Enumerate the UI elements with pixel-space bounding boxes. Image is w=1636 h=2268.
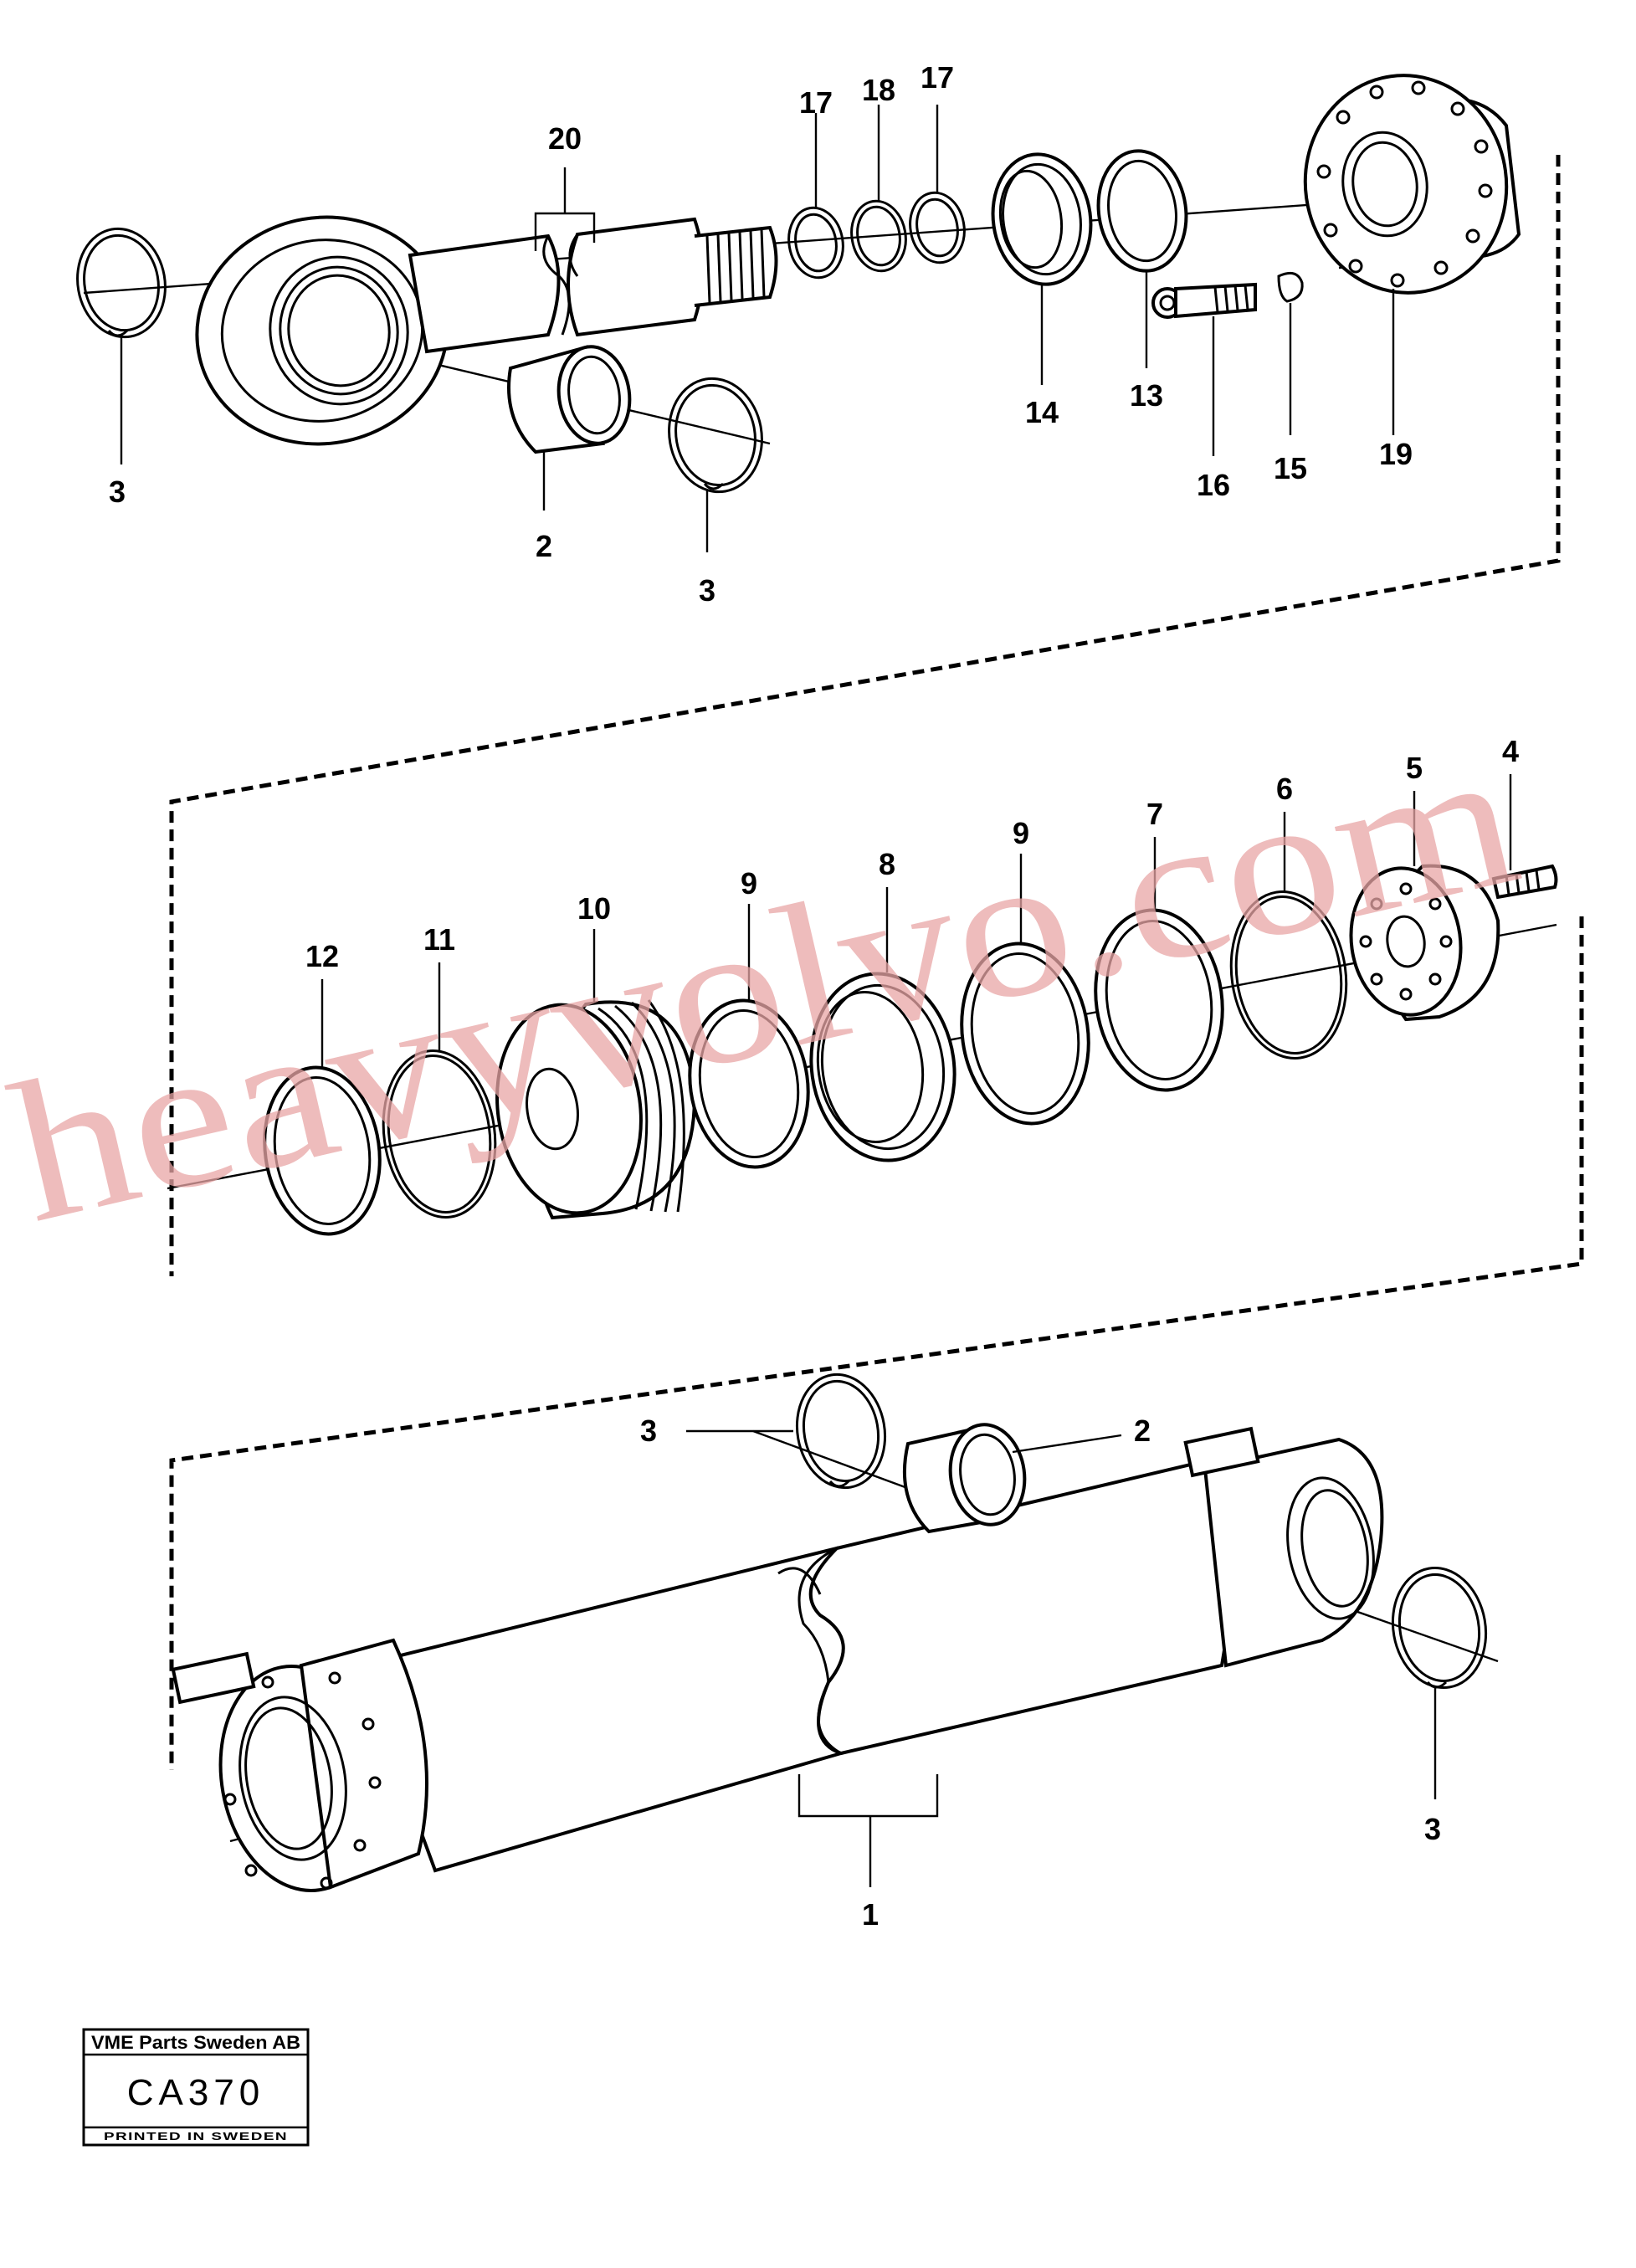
cylinder-head-part-19 xyxy=(1303,74,1521,435)
callout-9-right: 9 xyxy=(1013,816,1029,850)
piston-group xyxy=(167,774,1558,1236)
callout-19: 19 xyxy=(1379,437,1413,471)
callout-12: 12 xyxy=(305,939,339,973)
oring-part-6 xyxy=(1229,812,1348,1060)
callout-labels: 20 17 18 17 3 2 3 14 13 16 15 19 12 11 1… xyxy=(109,60,1519,1932)
callout-4: 4 xyxy=(1502,734,1519,768)
piston-part-10 xyxy=(495,929,697,1220)
washer-part-15 xyxy=(1277,271,1304,435)
callout-2-bottom-leader xyxy=(1012,1434,1122,1454)
ring-part-9-right xyxy=(960,854,1090,1126)
ring-part-12 xyxy=(263,979,382,1236)
stamp-code: CA370 xyxy=(127,2072,265,2113)
callout-15: 15 xyxy=(1274,451,1307,485)
guide-ring-part-8 xyxy=(809,887,956,1162)
callout-13: 13 xyxy=(1130,378,1163,413)
circlip-part-3-bottom-upper xyxy=(686,1373,887,1490)
frame-line-lower xyxy=(169,916,1584,1770)
cylinder-tube-part-1 xyxy=(171,1426,1384,1892)
callout-2-bottom: 2 xyxy=(1134,1414,1151,1448)
screw-part-16 xyxy=(1151,282,1257,456)
seal-part-17-left xyxy=(787,113,844,280)
circlip-part-3-bottom-right xyxy=(1391,1566,1488,1799)
piston-nut-part-5 xyxy=(1349,791,1500,1022)
callout-7: 7 xyxy=(1146,797,1163,831)
seal-part-17-right xyxy=(909,105,966,264)
callout-18: 18 xyxy=(862,73,895,107)
piston-rod-group xyxy=(76,74,1521,552)
callout-1: 1 xyxy=(862,1897,879,1932)
seal-part-7 xyxy=(1094,837,1224,1092)
callout-14: 14 xyxy=(1025,395,1059,429)
oring-part-11 xyxy=(382,962,497,1219)
callout-16: 16 xyxy=(1197,468,1230,502)
vme-stamp: VME Parts Sweden AB CA370 PRINTED IN SWE… xyxy=(82,2028,310,2147)
bushing-part-2-bottom xyxy=(902,1423,1122,1534)
callout-3-bottom-upper: 3 xyxy=(640,1414,657,1448)
circlip-part-3-top-right xyxy=(668,377,763,552)
stamp-company: VME Parts Sweden AB xyxy=(91,2032,300,2053)
callout-6: 6 xyxy=(1276,772,1293,806)
callout-3-top-left: 3 xyxy=(109,475,126,509)
callout-1-bracket xyxy=(797,1774,939,1818)
callout-5: 5 xyxy=(1406,751,1423,785)
ring-part-13 xyxy=(1096,149,1188,368)
set-screw-part-4 xyxy=(1491,774,1558,900)
watermark-text: heavyvolvo.com xyxy=(0,703,1536,1265)
seal-part-18 xyxy=(850,105,907,273)
rod-eye xyxy=(195,215,449,446)
callout-9-left: 9 xyxy=(741,866,757,901)
bushing-part-2-top xyxy=(507,345,632,511)
callout-20: 20 xyxy=(548,121,582,156)
cylinder-tube-group xyxy=(171,1373,1499,1892)
callout-3-bottom-right: 3 xyxy=(1424,1812,1441,1846)
section-frame-lines xyxy=(169,155,1584,1770)
callout-11: 11 xyxy=(423,922,455,957)
callout-17-right: 17 xyxy=(921,60,954,95)
wiper-part-14 xyxy=(991,152,1093,385)
callout-17-left: 17 xyxy=(799,85,833,120)
ring-part-9-left xyxy=(688,904,810,1169)
frame-line-upper xyxy=(169,155,1561,1276)
callout-10: 10 xyxy=(577,891,611,926)
callout-8: 8 xyxy=(879,847,895,881)
stamp-printed: PRINTED IN SWEDEN xyxy=(104,2130,288,2142)
piston-rod-shaft xyxy=(408,167,778,354)
callout-2-top: 2 xyxy=(536,529,552,563)
circlip-part-3-left xyxy=(76,227,167,339)
callout-3-top-right: 3 xyxy=(699,573,715,608)
